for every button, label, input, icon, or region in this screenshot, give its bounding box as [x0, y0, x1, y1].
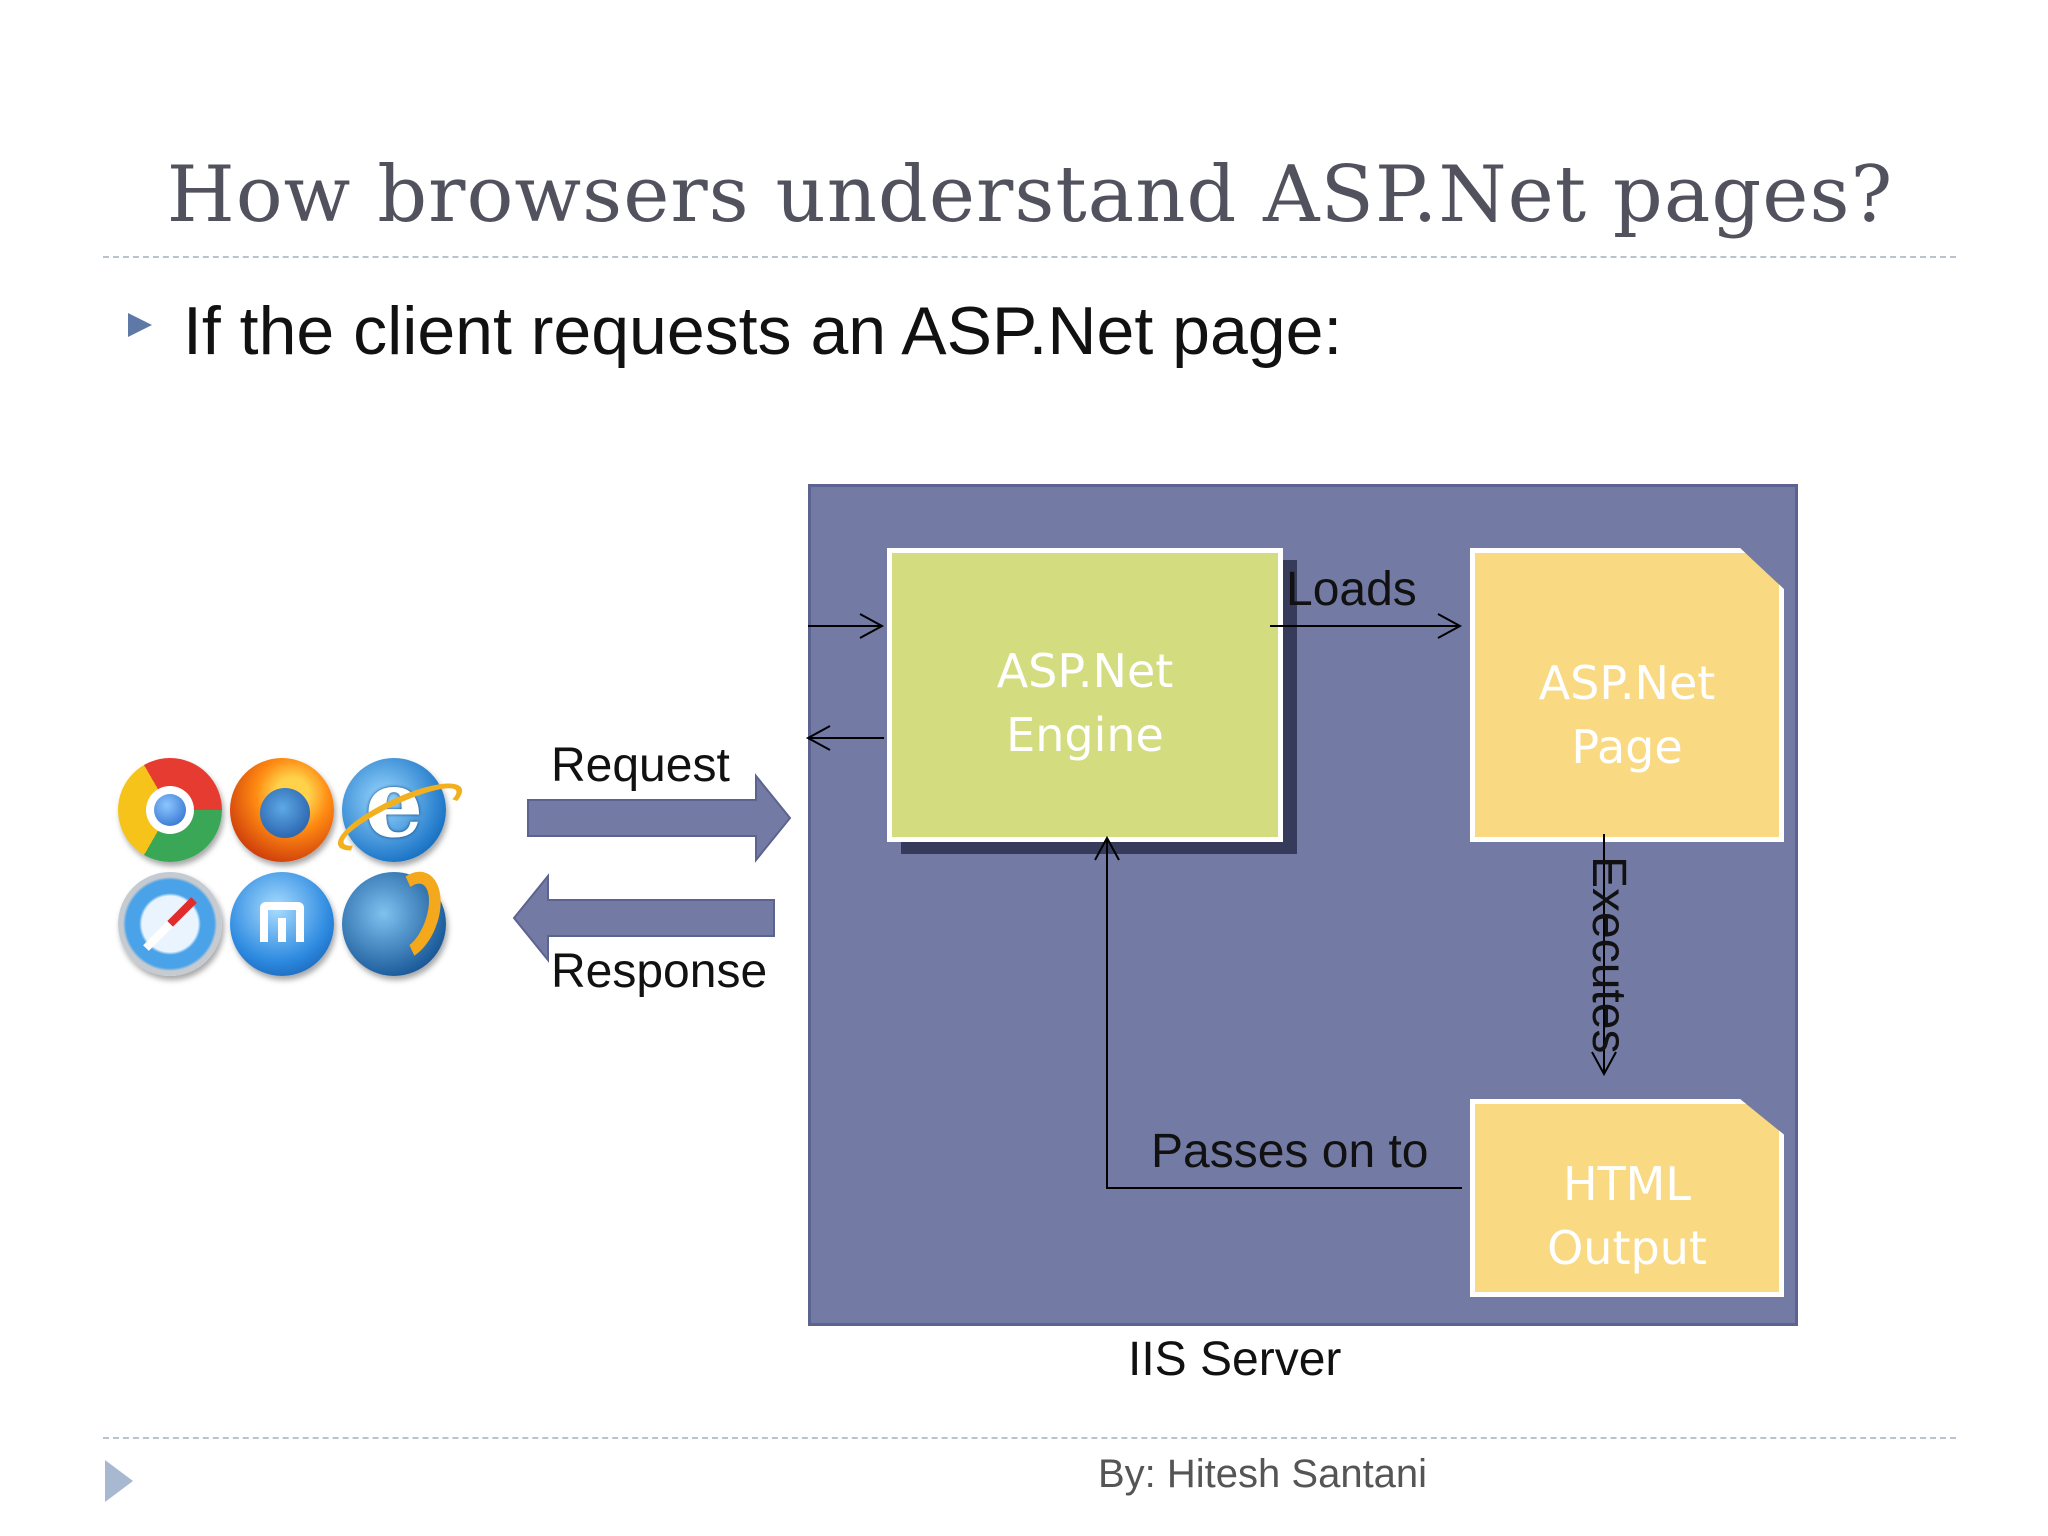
aspnet-page-box: ASP.Net Page	[1470, 548, 1784, 842]
passes-on-label: Passes on to	[1151, 1125, 1429, 1178]
footer-author: By: Hitesh Santani	[1098, 1452, 1428, 1496]
aspnet-engine-box: ASP.Net Engine	[887, 548, 1283, 842]
slide-title: How browsers understand ASP.Net pages?	[166, 150, 1894, 240]
response-label: Response	[551, 945, 768, 998]
loads-label: Loads	[1286, 563, 1417, 616]
page-label-line1: ASP.Net	[1538, 656, 1716, 710]
chrome-icon	[118, 758, 222, 862]
title-divider	[103, 256, 1956, 258]
engine-label-line1: ASP.Net	[996, 644, 1174, 698]
output-label-line2: Output	[1547, 1221, 1707, 1275]
output-label-line1: HTML	[1562, 1157, 1691, 1211]
page-label-line2: Page	[1571, 720, 1683, 774]
bullet-text: If the client requests an ASP.Net page:	[183, 293, 1343, 369]
html-output-box: HTML Output	[1470, 1099, 1784, 1297]
maxthon-icon	[230, 872, 334, 976]
executes-label: Executes	[1582, 856, 1635, 1054]
engine-label-line2: Engine	[1006, 708, 1164, 762]
bullet-triangle-icon	[128, 313, 152, 337]
footer-triangle-icon	[105, 1460, 133, 1502]
firefox-icon	[230, 758, 334, 862]
iis-server-label: IIS Server	[1128, 1333, 1342, 1386]
thunderbird-icon	[342, 872, 446, 976]
browser-icons	[112, 750, 462, 982]
request-label: Request	[551, 739, 730, 792]
internet-explorer-icon	[342, 750, 446, 862]
footer-divider	[103, 1437, 1956, 1439]
safari-icon	[118, 872, 222, 976]
